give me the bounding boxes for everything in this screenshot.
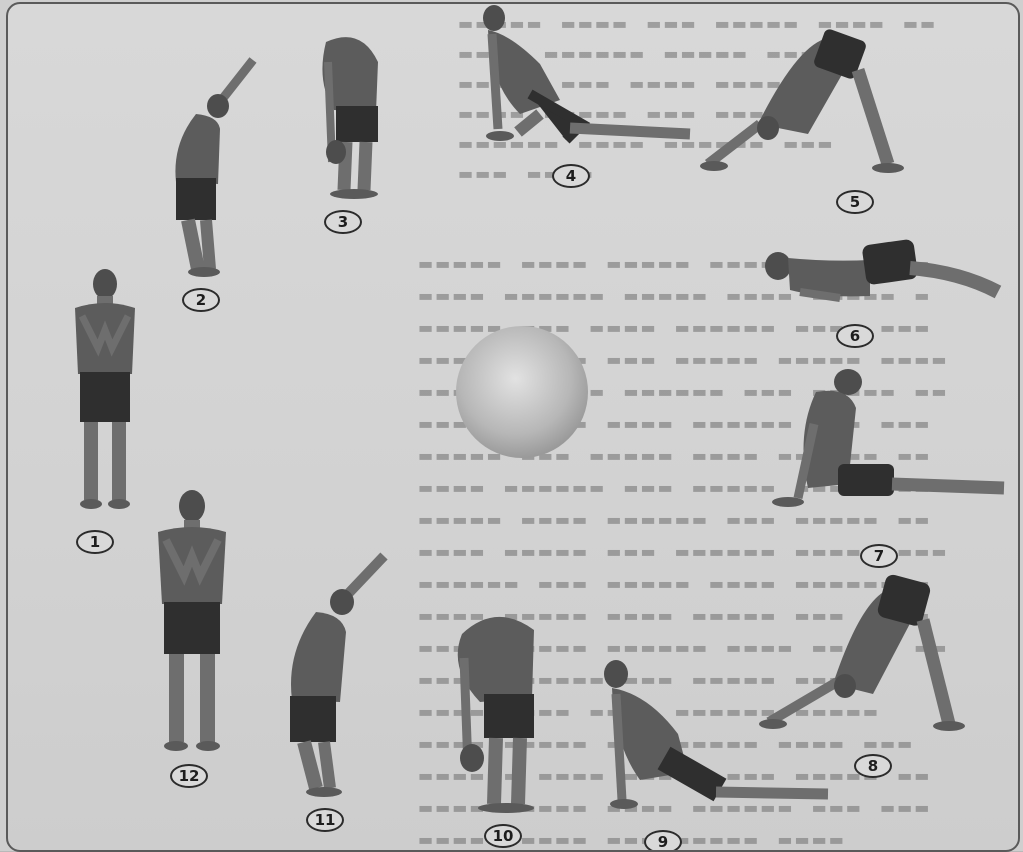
pose-number-10: 10 — [484, 824, 522, 848]
illustration-panel: ▬▬▬▬▬ ▬▬▬▬ ▬▬▬ ▬▬▬▬▬ ▬▬▬▬ ▬▬ ▬▬▬▬ ▬▬▬▬▬▬… — [6, 2, 1020, 852]
pose-5-figure — [698, 24, 918, 184]
pose-9-figure — [588, 654, 848, 814]
pose-11-figure — [276, 552, 396, 802]
pose-number-2: 2 — [182, 288, 220, 312]
pose-4-figure — [470, 4, 710, 154]
pose-3-figure — [306, 32, 396, 202]
pose-number-11: 11 — [306, 808, 344, 832]
pose-number-1: 1 — [76, 530, 114, 554]
pose-number-3: 3 — [324, 210, 362, 234]
sphere-graphic — [452, 322, 592, 462]
pose-number-12: 12 — [170, 764, 208, 788]
pose-7-figure — [768, 364, 1018, 514]
pose-number-8: 8 — [854, 754, 892, 778]
pose-number-9: 9 — [644, 830, 682, 852]
pose-1-figure — [60, 266, 150, 516]
pose-6-figure — [760, 232, 1010, 312]
pose-number-6: 6 — [836, 324, 874, 348]
pose-number-7: 7 — [860, 544, 898, 568]
pose-10-figure — [444, 608, 544, 818]
pose-number-4: 4 — [552, 164, 590, 188]
pose-2-figure — [158, 54, 268, 284]
pose-12-figure — [142, 488, 242, 758]
pose-number-5: 5 — [836, 190, 874, 214]
